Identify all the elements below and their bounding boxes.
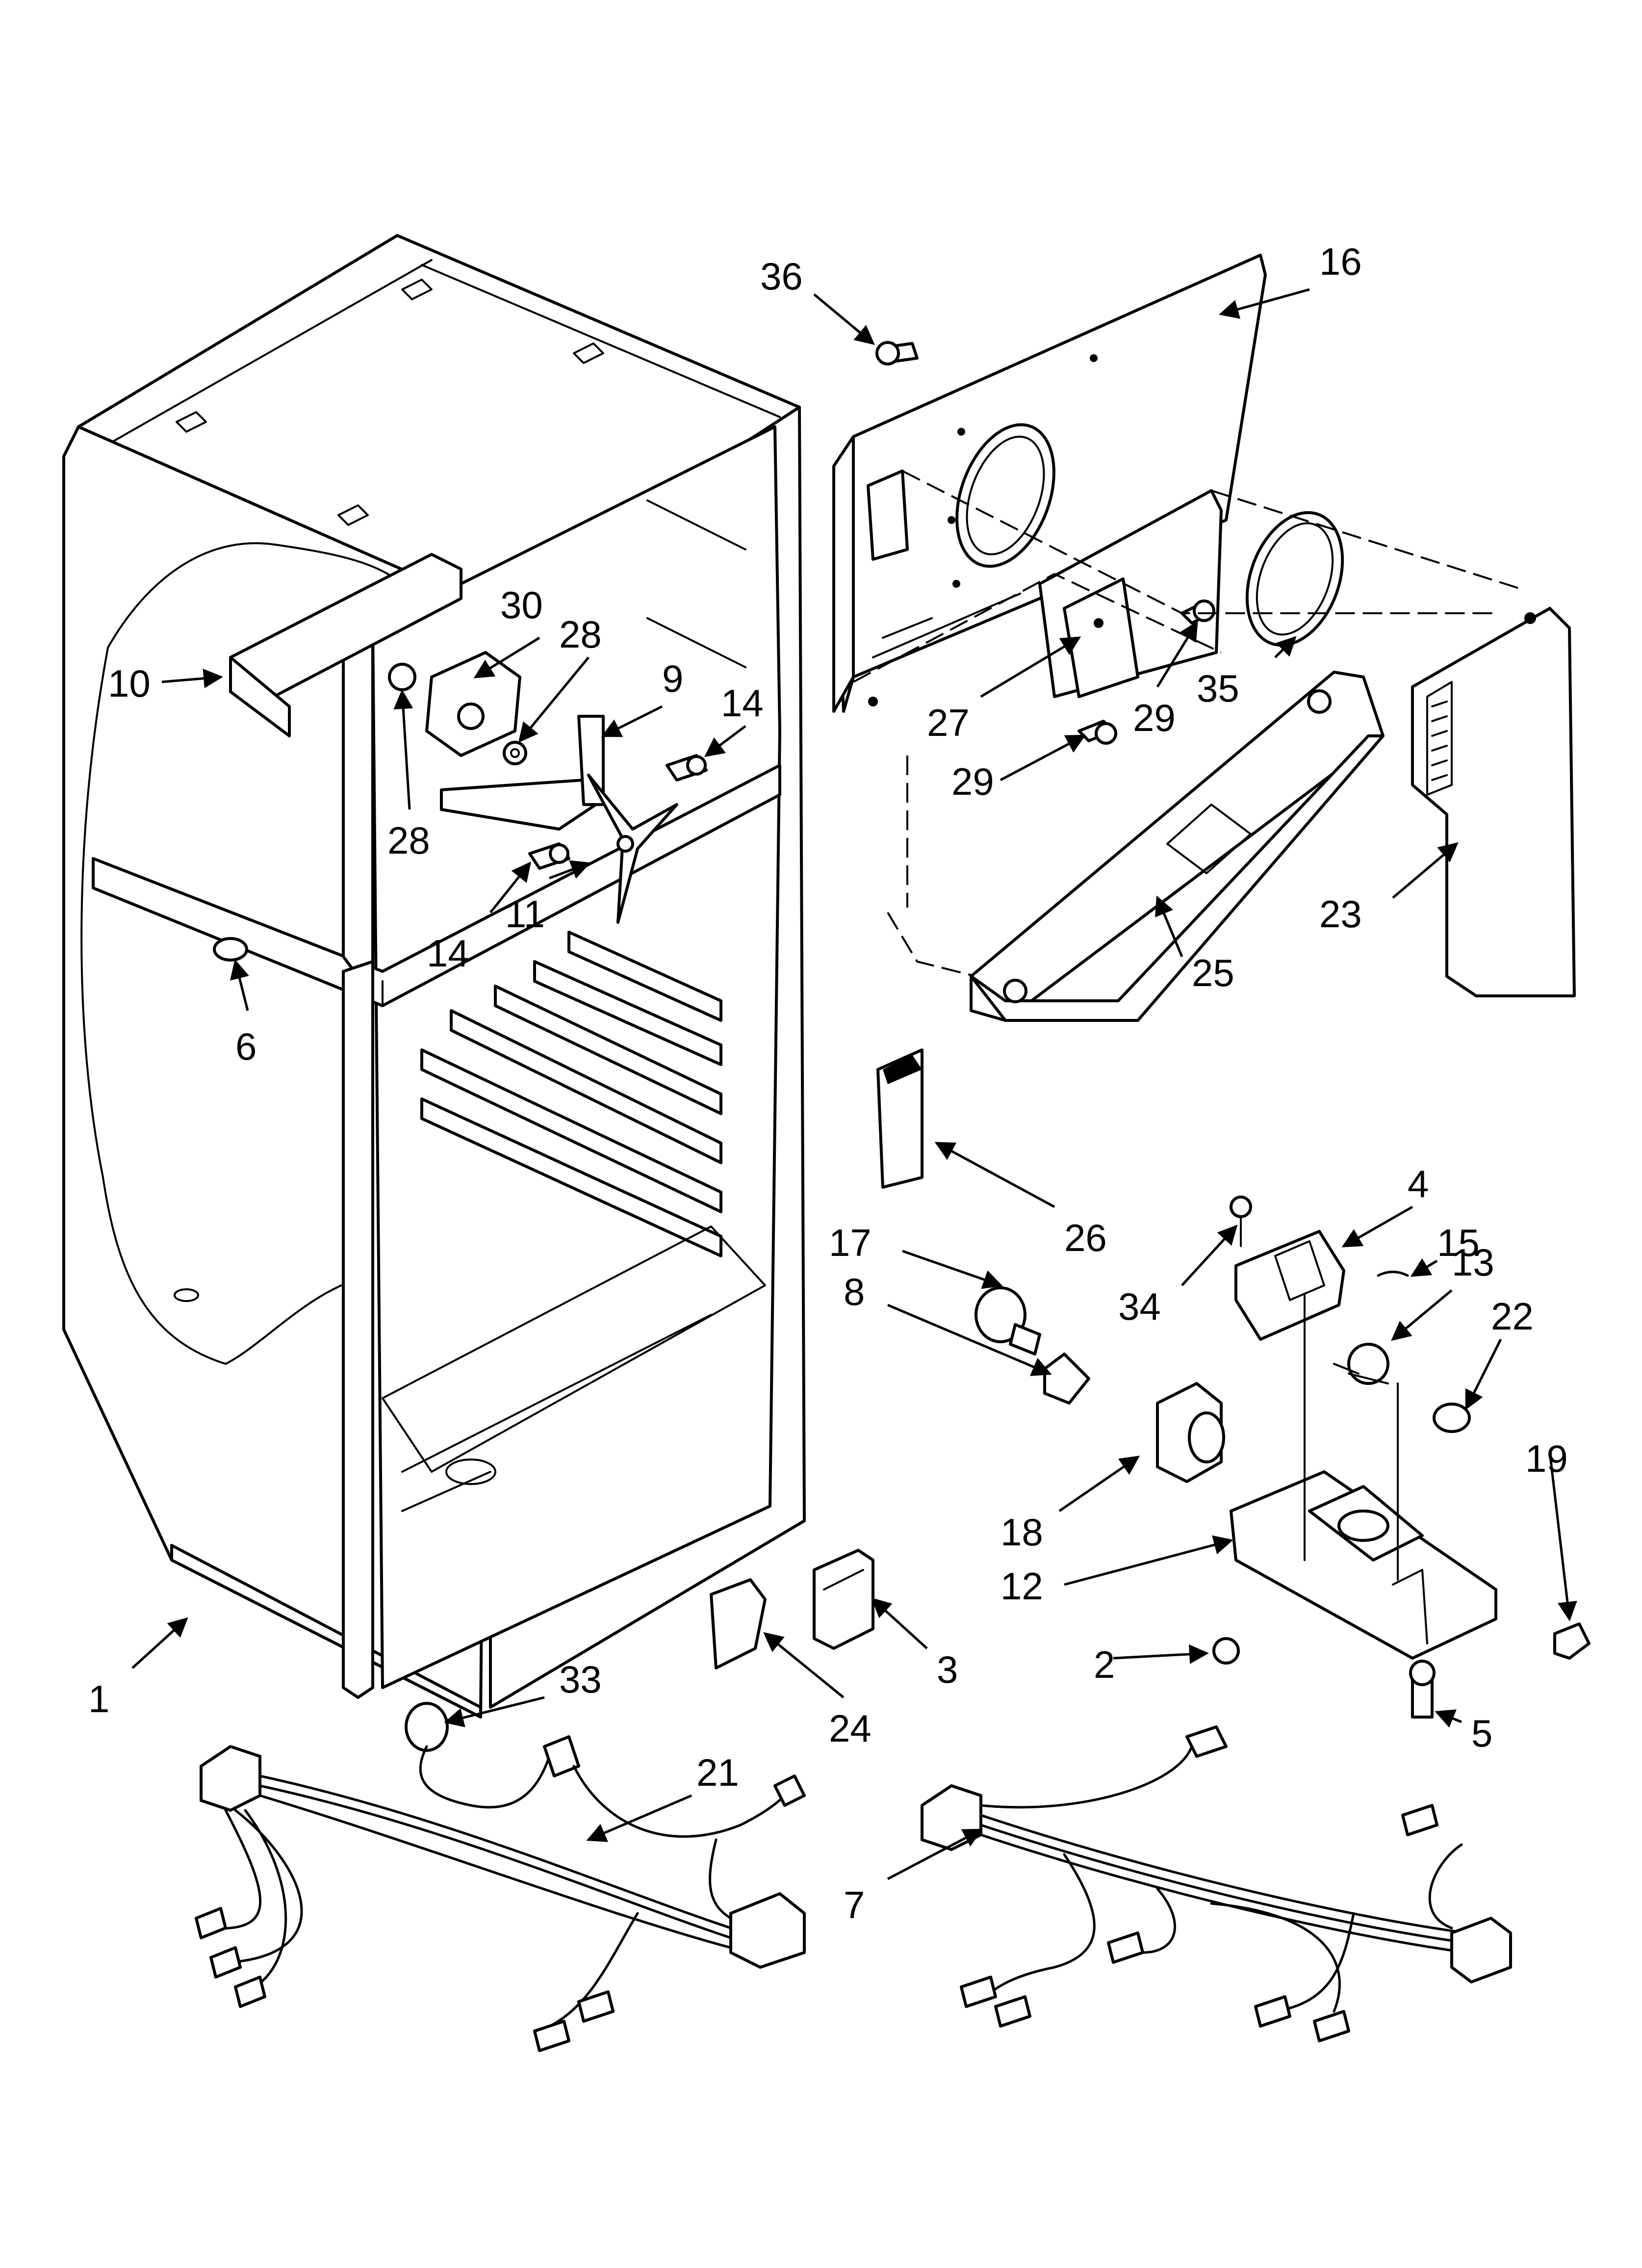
part-28-nut xyxy=(503,741,527,765)
callout-14-left: 14 xyxy=(427,932,469,975)
callout-2: 2 xyxy=(1094,1643,1115,1686)
callout-26: 26 xyxy=(1064,1216,1107,1259)
callout-3: 3 xyxy=(937,1648,958,1691)
part-14-screw-lower xyxy=(528,842,570,870)
part-13-thermistor xyxy=(1333,1343,1389,1385)
part-14-screw-right xyxy=(666,754,708,782)
part-5-screw xyxy=(1409,1660,1436,1719)
part-33-sensor-and-part-21-harness xyxy=(195,1702,806,2052)
callout-36: 36 xyxy=(760,255,803,298)
leader-arrows xyxy=(131,288,1577,1880)
part-24-connector xyxy=(710,1578,767,1669)
callout-18: 18 xyxy=(1001,1511,1043,1554)
callout-25: 25 xyxy=(1192,951,1234,994)
callout-28-lower: 28 xyxy=(387,819,430,862)
callout-23: 23 xyxy=(1319,892,1362,936)
callout-1: 1 xyxy=(88,1677,109,1721)
part-35-fan-shroud-ring xyxy=(1245,511,1344,647)
callout-34: 34 xyxy=(1118,1285,1161,1328)
part-34-screw xyxy=(1230,1196,1252,1247)
part-25-air-duct xyxy=(970,671,1385,1022)
callout-15: 15 xyxy=(1437,1221,1480,1264)
part-3-connector xyxy=(813,1549,874,1650)
callout-30: 30 xyxy=(500,583,543,626)
callout-8: 8 xyxy=(844,1270,865,1313)
part-26-switch xyxy=(876,1048,924,1189)
part-4-control-board xyxy=(1234,1230,1345,1341)
callout-13: 13 xyxy=(1452,1241,1494,1284)
callout-21: 21 xyxy=(696,1751,739,1794)
part-6-plug xyxy=(213,937,248,962)
callout-33: 33 xyxy=(559,1658,602,1701)
callout-19: 19 xyxy=(1525,1437,1568,1480)
callout-22: 22 xyxy=(1491,1295,1534,1338)
callout-10: 10 xyxy=(108,662,151,705)
part-10-damper-bracket xyxy=(229,553,462,737)
part-30-thermostat-control xyxy=(425,651,521,757)
callout-12: 12 xyxy=(1001,1564,1043,1608)
part-12-control-housing xyxy=(1230,1294,1497,1660)
callout-labels: 1 2 3 4 5 6 7 8 9 10 11 12 13 14 14 15 1… xyxy=(88,240,1568,1927)
part-19-hinge xyxy=(1553,1622,1591,1660)
callout-16: 16 xyxy=(1319,240,1362,283)
part-2-screw xyxy=(1212,1637,1240,1665)
callout-4: 4 xyxy=(1408,1162,1429,1205)
callout-24: 24 xyxy=(829,1707,872,1750)
part-18-light-shield xyxy=(1156,1382,1225,1483)
part-16-evaporator-cover xyxy=(832,254,1267,713)
part-28-knob-upper xyxy=(388,663,416,691)
part-29-screw-lower xyxy=(1078,720,1117,745)
part-23-damper-cover xyxy=(1411,607,1576,997)
part-15-spacer xyxy=(1377,1271,1409,1277)
callout-35: 35 xyxy=(1197,667,1239,710)
part-8-light-socket xyxy=(1043,1353,1090,1405)
part-7-harness xyxy=(921,1725,1512,2042)
callout-5: 5 xyxy=(1471,1712,1492,1755)
part-11-fan-blade xyxy=(587,774,678,924)
callout-17: 17 xyxy=(829,1221,872,1264)
callout-9: 9 xyxy=(662,657,683,700)
cabinet-liner xyxy=(62,234,806,1719)
part-22-knob xyxy=(1433,1403,1471,1433)
callout-14-right: 14 xyxy=(721,681,764,725)
part-36-screw xyxy=(875,341,919,365)
callout-28-upper: 28 xyxy=(559,613,602,656)
callout-27: 27 xyxy=(927,701,970,744)
callout-29-lower: 29 xyxy=(951,760,994,803)
alignment-lines xyxy=(853,470,1521,977)
callout-11: 11 xyxy=(505,892,545,936)
part-17-light-bulb xyxy=(975,1286,1041,1356)
callout-29-upper: 29 xyxy=(1133,696,1176,739)
callout-6: 6 xyxy=(235,1025,257,1068)
callout-7: 7 xyxy=(844,1883,865,1927)
